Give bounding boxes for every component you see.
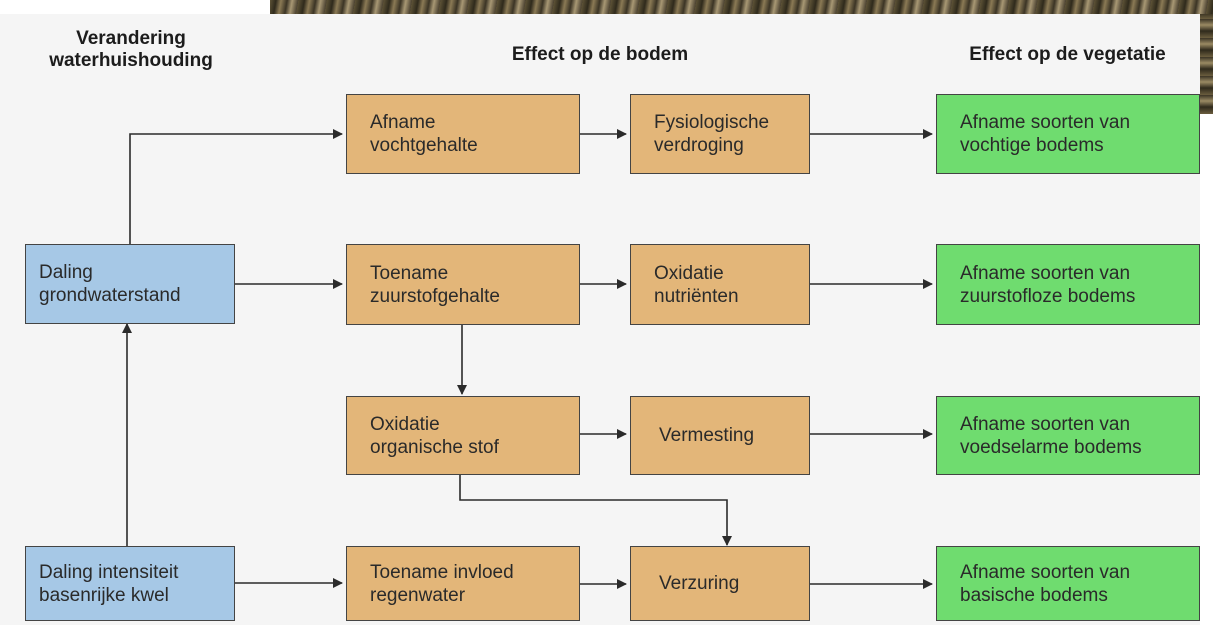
- arrow-grondwaterstand-to-vochtgehalte: [129, 129, 343, 247]
- background-photo-edge: [1200, 14, 1213, 114]
- heading-effect-op-de-vegetatie: Effect op de vegetatie: [969, 44, 1166, 65]
- box-verzuring: Verzuring: [630, 546, 810, 621]
- box-afname-vochtgehalte: Afname vochtgehalte: [346, 94, 580, 174]
- heading-verandering-waterhuishouding: Verandering waterhuishouding: [49, 28, 213, 71]
- box-oxidatie-organische-stof: Oxidatie organische stof: [346, 396, 580, 475]
- box-afname-soorten-basische-bodems: Afname soorten van basische bodems: [936, 546, 1200, 621]
- box-daling-intensiteit-basenrijke-kwel: Daling intensiteit basenrijke kwel: [25, 546, 235, 621]
- heading-effect-op-de-bodem: Effect op de bodem: [511, 44, 689, 65]
- box-afname-soorten-zuurstofloze-bodems: Afname soorten van zuurstofloze bodems: [936, 244, 1200, 325]
- box-daling-grondwaterstand: Daling grondwaterstand: [25, 244, 235, 324]
- box-toename-invloed-regenwater: Toename invloed regenwater: [346, 546, 580, 621]
- box-oxidatie-nutrienten: Oxidatie nutriënten: [630, 244, 810, 325]
- arrow-organische-stof-to-verzuring: [459, 475, 732, 546]
- box-fysiologische-verdroging: Fysiologische verdroging: [630, 94, 810, 174]
- box-vermesting: Vermesting: [630, 396, 810, 475]
- box-toename-zuurstofgehalte: Toename zuurstofgehalte: [346, 244, 580, 325]
- box-afname-soorten-voedselarme-bodems: Afname soorten van voedselarme bodems: [936, 396, 1200, 475]
- background-photo-strip: [270, 0, 1213, 14]
- box-afname-soorten-vochtige-bodems: Afname soorten van vochtige bodems: [936, 94, 1200, 174]
